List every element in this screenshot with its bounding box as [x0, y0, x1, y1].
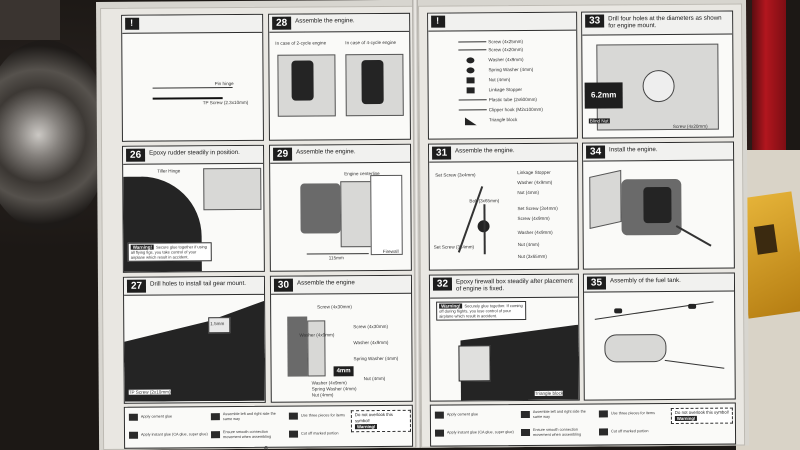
step-title: Assemble the engine. — [455, 147, 515, 155]
caption-2-cycle: In case of 2-cycle engine — [275, 40, 327, 46]
part-label: Nut (4mm) — [488, 77, 511, 83]
metal-lamp-object — [0, 40, 110, 230]
step-title: Epoxy rudder steadily in position. — [149, 148, 240, 157]
right-page: Screw (4x25mm) Screw (4x20mm) Washer (4x… — [418, 3, 746, 448]
part-label: Washer (4x9mm) — [311, 380, 347, 386]
part-label: Nut (4mm) — [311, 392, 334, 398]
part-label: Clipper hook (M2x100mm) — [488, 106, 543, 113]
step-title: Assembly of the fuel tank. — [609, 276, 681, 285]
panel-warning: Pin hinge TP Screw (2.3x10mm) — [121, 13, 264, 142]
label-tp-screw: TP Screw (2.3x10mm) — [202, 99, 249, 106]
part-label: Washer (4x9mm) — [517, 179, 553, 186]
part-label: Screw (4x20mm) — [488, 47, 524, 53]
part-label: Plastic tube (2x600mm) — [488, 96, 537, 103]
label-screw: Screw (4x20mm) — [672, 123, 708, 129]
part-label: Nut (4mm) — [517, 189, 540, 196]
legend-right: Apply cement glue Assemble left and righ… — [429, 402, 737, 447]
label-tp-screw: TP Screw (2x10mm) — [128, 389, 171, 395]
part-label: Linkage Stopper — [488, 87, 523, 93]
dim-4mm: 4mm — [333, 366, 354, 377]
part-label: Nut (3x65mm) — [517, 253, 547, 260]
step-number: 34 — [586, 145, 606, 159]
label-firewall: Firewall — [382, 248, 399, 255]
left-page: Pin hinge TP Screw (2.3x10mm) 28Assemble… — [100, 5, 418, 450]
step-number: 29 — [273, 147, 293, 161]
warning-icon — [125, 17, 140, 30]
part-label: Screw (4x30mm) — [353, 323, 389, 330]
step-title: Assemble the engine. — [296, 148, 356, 156]
part-label: Set Screw (3x4mm) — [433, 244, 475, 250]
label-triangle-block: Triangle block — [534, 390, 564, 396]
part-label: Nut (4mm) — [517, 241, 540, 248]
panel-parts-list: Screw (4x25mm) Screw (4x20mm) Washer (4x… — [427, 11, 578, 140]
step-title: Assemble the engine. — [295, 17, 355, 25]
part-label: Nut (4mm) — [363, 375, 386, 382]
part-label: Set Screw (3x4mm) — [517, 205, 558, 212]
step-title: Assemble the engine — [296, 279, 355, 287]
step-title: Drill holes to install tail gear mount. — [149, 279, 246, 288]
part-label: Linkage Stopper — [517, 169, 551, 176]
warning-box: Warning!Secure glue together if using al… — [127, 242, 212, 262]
no-overlook-note: Do not overlook this symbol!Warning! — [350, 409, 412, 433]
part-label: Triangle block — [488, 117, 518, 123]
no-overlook-note: Do not overlook this symbol!Warning! — [670, 407, 733, 424]
part-label: Spring Washer (4mm) — [311, 386, 357, 392]
part-label: Set Screw (3x4mm) — [435, 172, 476, 178]
label-blind-nut: Blind Nut — [588, 118, 610, 124]
part-label: Spring Washer (4mm) — [353, 355, 399, 362]
part-label: Screw (4x25mm) — [488, 39, 524, 45]
instruction-manual: Pin hinge TP Screw (2.3x10mm) 28Assemble… — [96, 0, 750, 450]
step-number: 27 — [126, 279, 147, 293]
step-number: 32 — [432, 277, 453, 291]
step-title: Epoxy firewall box steadily after placem… — [455, 277, 573, 293]
part-label: Spring Washer (4mm) — [488, 66, 534, 73]
page-number: 6 — [264, 445, 269, 450]
warning-box: Warning!Securely glue together. If comin… — [436, 301, 527, 321]
step-number: 31 — [432, 146, 452, 160]
part-label: Washer (4x9mm) — [488, 57, 524, 63]
step-number: 33 — [585, 14, 605, 28]
part-label: Washer (4x9mm) — [299, 332, 335, 338]
part-label: Washer (4x9mm) — [517, 229, 553, 236]
label-pin-hinge: Pin hinge — [214, 81, 234, 87]
legend-left: Apply cement glue Assemble left and righ… — [123, 404, 414, 449]
step-number: 35 — [586, 276, 607, 290]
dim-115mm: 115mm — [328, 255, 344, 261]
step-number: 28 — [272, 16, 292, 30]
part-label: Screw (4x30mm) — [317, 304, 352, 310]
step-number: 26 — [126, 148, 146, 162]
dim-6-2mm: 6.2mm — [584, 82, 623, 109]
warning-icon — [431, 15, 446, 28]
background-object — [0, 0, 60, 40]
part-label: Washer (4x9mm) — [353, 339, 389, 346]
dim-1-5mm: 1.5mm — [210, 321, 225, 327]
step-title: Install the engine. — [609, 146, 658, 154]
label-tiller-hinge: Tiller Hinge — [157, 168, 181, 174]
part-label: Screw (4x9mm) — [517, 215, 550, 222]
caption-4-cycle: In case of 4-cycle engine — [345, 39, 397, 46]
step-number: 30 — [273, 278, 294, 292]
step-title: Drill four holes at the diameters as sho… — [608, 14, 722, 30]
part-label: Bolt (3x65mm) — [469, 198, 500, 204]
